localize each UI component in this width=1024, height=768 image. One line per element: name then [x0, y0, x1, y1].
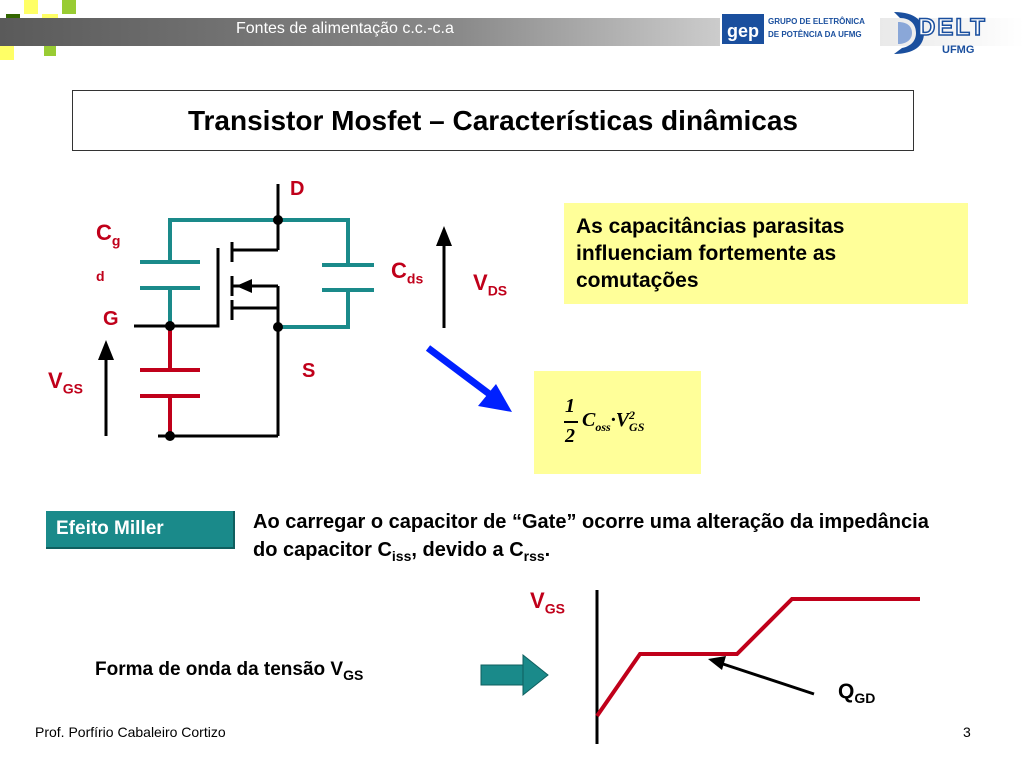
formula-c-sub: oss: [595, 420, 611, 434]
miller-text-2: , devido a C: [411, 539, 524, 561]
vgs-waveform-diagram: [595, 590, 920, 744]
qgd-label-main: Q: [838, 680, 855, 703]
delt-logo: DELT UFMG: [888, 6, 1008, 62]
junction-dot: [273, 215, 283, 225]
qgd-label-sub: GD: [854, 690, 876, 707]
formula-v: V: [615, 409, 630, 431]
cgd-label: Cg: [96, 222, 120, 251]
terminal-d-label: D: [290, 178, 305, 200]
cgd-label-sub1: g: [111, 232, 121, 249]
vgs-label: VGS: [48, 368, 83, 396]
terminal-s-label: S: [302, 360, 316, 382]
vgs-axis-main: V: [530, 588, 545, 613]
junction-dot: [165, 321, 175, 331]
capacitance-note: As capacitâncias parasitas influenciam f…: [564, 203, 968, 304]
cds-label-main: C: [391, 258, 407, 283]
cds-label: Cds: [391, 258, 423, 286]
vgs-axis-label: VGS: [530, 588, 565, 616]
gep-logo-line2: DE POTÊNCIA DA UFMG: [768, 30, 862, 39]
formula-numerator: 1: [565, 395, 575, 417]
miller-sub-2: rss: [523, 548, 545, 564]
qgd-label: QGD: [838, 680, 875, 706]
cgd-capacitor-branch: [140, 218, 278, 326]
formula-c: C: [582, 409, 596, 431]
page-number: 3: [963, 724, 971, 740]
vgs-axis-sub: GS: [544, 600, 565, 617]
delt-swoosh-icon: [894, 12, 924, 54]
vgs-waveform-curve: [595, 597, 920, 718]
mosfet-circuit-diagram: [98, 184, 452, 441]
delt-logo-text: DELT: [917, 13, 987, 42]
miller-description: Ao carregar o capacitor de “Gate” ocorre…: [253, 508, 953, 570]
cgd-label-sub2: d: [96, 268, 105, 284]
gep-logo: gep GRUPO DE ELETRÔNICA DE POTÊNCIA DA U…: [720, 12, 880, 48]
formula-v-sub: GS: [629, 420, 645, 435]
junction-dot: [273, 322, 283, 332]
cgs-capacitor-branch: [140, 326, 200, 436]
mosfet-arrow-icon: [236, 279, 252, 293]
cgd-label-main: C: [96, 220, 112, 245]
waveform-label: Forma de onda da tensão VGS: [95, 659, 363, 683]
vds-label-sub: DS: [487, 282, 508, 299]
miller-text-1: Ao carregar o capacitor de “Gate” ocorre…: [253, 511, 929, 561]
delt-logo-sub: UFMG: [942, 44, 975, 56]
teal-arrow-icon: [480, 654, 549, 697]
miller-sub-1: iss: [391, 548, 412, 564]
header-title: Fontes de alimentação c.c.-c.a: [236, 20, 454, 37]
footer-author: Prof. Porfírio Cabaleiro Cortizo: [35, 724, 226, 740]
vgs-label-sub: GS: [62, 380, 83, 397]
gep-logo-line1: GRUPO DE ELETRÔNICA: [768, 17, 865, 26]
junction-dot: [165, 431, 175, 441]
cds-label-sub: ds: [406, 270, 424, 287]
cds-capacitor-branch: [278, 218, 374, 329]
slide-title: Transistor Mosfet – Características dinâ…: [72, 90, 914, 151]
terminal-g-label: G: [103, 308, 119, 330]
formula-fraction-bar: [564, 421, 578, 423]
waveform-label-main: Forma de onda da tensão V: [95, 659, 344, 680]
vds-label: VDS: [473, 270, 507, 298]
vds-label-main: V: [473, 270, 488, 295]
formula-dot: ·: [610, 409, 616, 431]
blue-arrow-icon: [425, 345, 512, 412]
waveform-label-sub: GS: [343, 666, 364, 683]
formula-denominator: 2: [565, 425, 575, 447]
vgs-label-main: V: [48, 368, 63, 393]
miller-effect-button[interactable]: Efeito Miller: [46, 511, 235, 549]
qgd-pointer-arrow-icon: [708, 656, 726, 670]
vgs-arrow: [98, 340, 114, 436]
miller-text-3: .: [544, 539, 551, 561]
gep-logo-mark: gep: [722, 14, 764, 44]
formula-v-sup: 2: [629, 408, 636, 423]
qgd-pointer-line: [719, 661, 815, 696]
vds-arrow: [436, 226, 452, 328]
